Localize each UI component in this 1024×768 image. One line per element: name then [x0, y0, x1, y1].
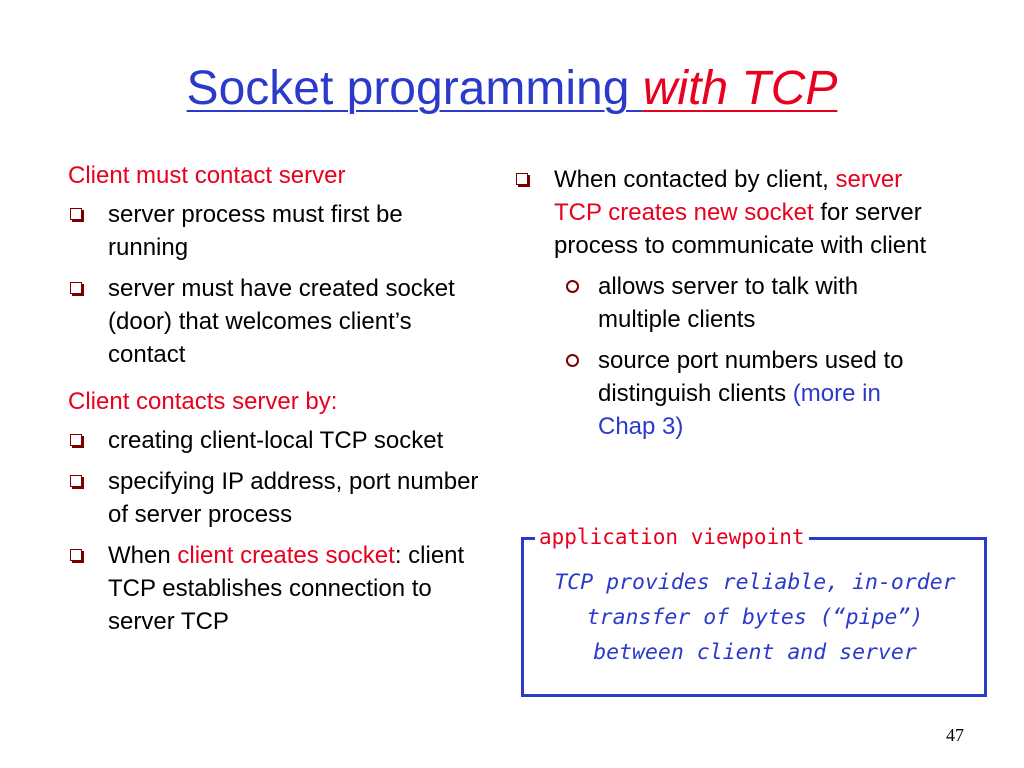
- square-bullet-icon: [70, 282, 82, 294]
- viewpoint-line-2: transfer of bytes (“pipe”): [586, 605, 924, 630]
- left-heading-1: Client must contact server: [68, 162, 346, 189]
- bullet-text-b: server TCP creates new socket: [554, 166, 903, 226]
- sub-bullet-text-a: source port numbers used to distinguish …: [598, 347, 904, 407]
- bullet-text-a: When: [108, 542, 178, 569]
- bullet-text: server must have created socket (door) t…: [108, 275, 455, 368]
- square-bullet-icon: [70, 208, 82, 220]
- bullet-text: server process must first be running: [108, 201, 403, 261]
- bullet-text-c: : client TCP establishes connection to s…: [108, 542, 465, 635]
- left-bullet-1: server process must first be running: [68, 198, 488, 264]
- bullet-text-a: When contacted by client,: [554, 166, 836, 193]
- viewpoint-line-1: TCP provides reliable, in-order: [554, 570, 956, 595]
- application-viewpoint-label: application viewpoint: [535, 523, 809, 551]
- bullet-text-b: client creates socket: [177, 542, 395, 569]
- left-bullet-5: When client creates socket: client TCP e…: [68, 539, 488, 638]
- sub-bullet-text-b: (more in Chap 3): [598, 380, 881, 440]
- square-bullet-icon: [70, 475, 82, 487]
- viewpoint-line-3: between client and server: [593, 640, 917, 665]
- bullet-text-c: for server process to communicate with c…: [554, 199, 927, 259]
- right-sub-bullet-2: source port numbers used to distinguish …: [514, 344, 944, 443]
- page-number: 47: [946, 725, 964, 745]
- left-column: Client must contact server server proces…: [68, 159, 488, 646]
- left-bullet-2: server must have created socket (door) t…: [68, 272, 488, 371]
- application-viewpoint-text: TCP provides reliable, in-order transfer…: [530, 565, 980, 670]
- title-part-2: with TCP: [642, 62, 838, 115]
- left-bullet-4: specifying IP address, port number of se…: [68, 465, 488, 531]
- right-column: When contacted by client, server TCP cre…: [514, 163, 944, 451]
- bullet-text: creating client-local TCP socket: [108, 427, 444, 454]
- right-bullet-1: When contacted by client, server TCP cre…: [514, 163, 944, 262]
- sub-bullet-text: allows server to talk with multiple clie…: [598, 273, 859, 333]
- bullet-text: specifying IP address, port number of se…: [108, 468, 479, 528]
- slide-title: Socket programming with TCP: [0, 60, 1024, 118]
- title-part-1: Socket programming: [186, 62, 643, 115]
- left-heading-2: Client contacts server by:: [68, 388, 338, 415]
- circle-bullet-icon: [566, 354, 579, 367]
- square-bullet-icon: [516, 173, 528, 185]
- square-bullet-icon: [70, 549, 82, 561]
- right-sub-bullet-1: allows server to talk with multiple clie…: [514, 270, 944, 336]
- left-bullet-3: creating client-local TCP socket: [68, 424, 488, 457]
- circle-bullet-icon: [566, 280, 579, 293]
- square-bullet-icon: [70, 434, 82, 446]
